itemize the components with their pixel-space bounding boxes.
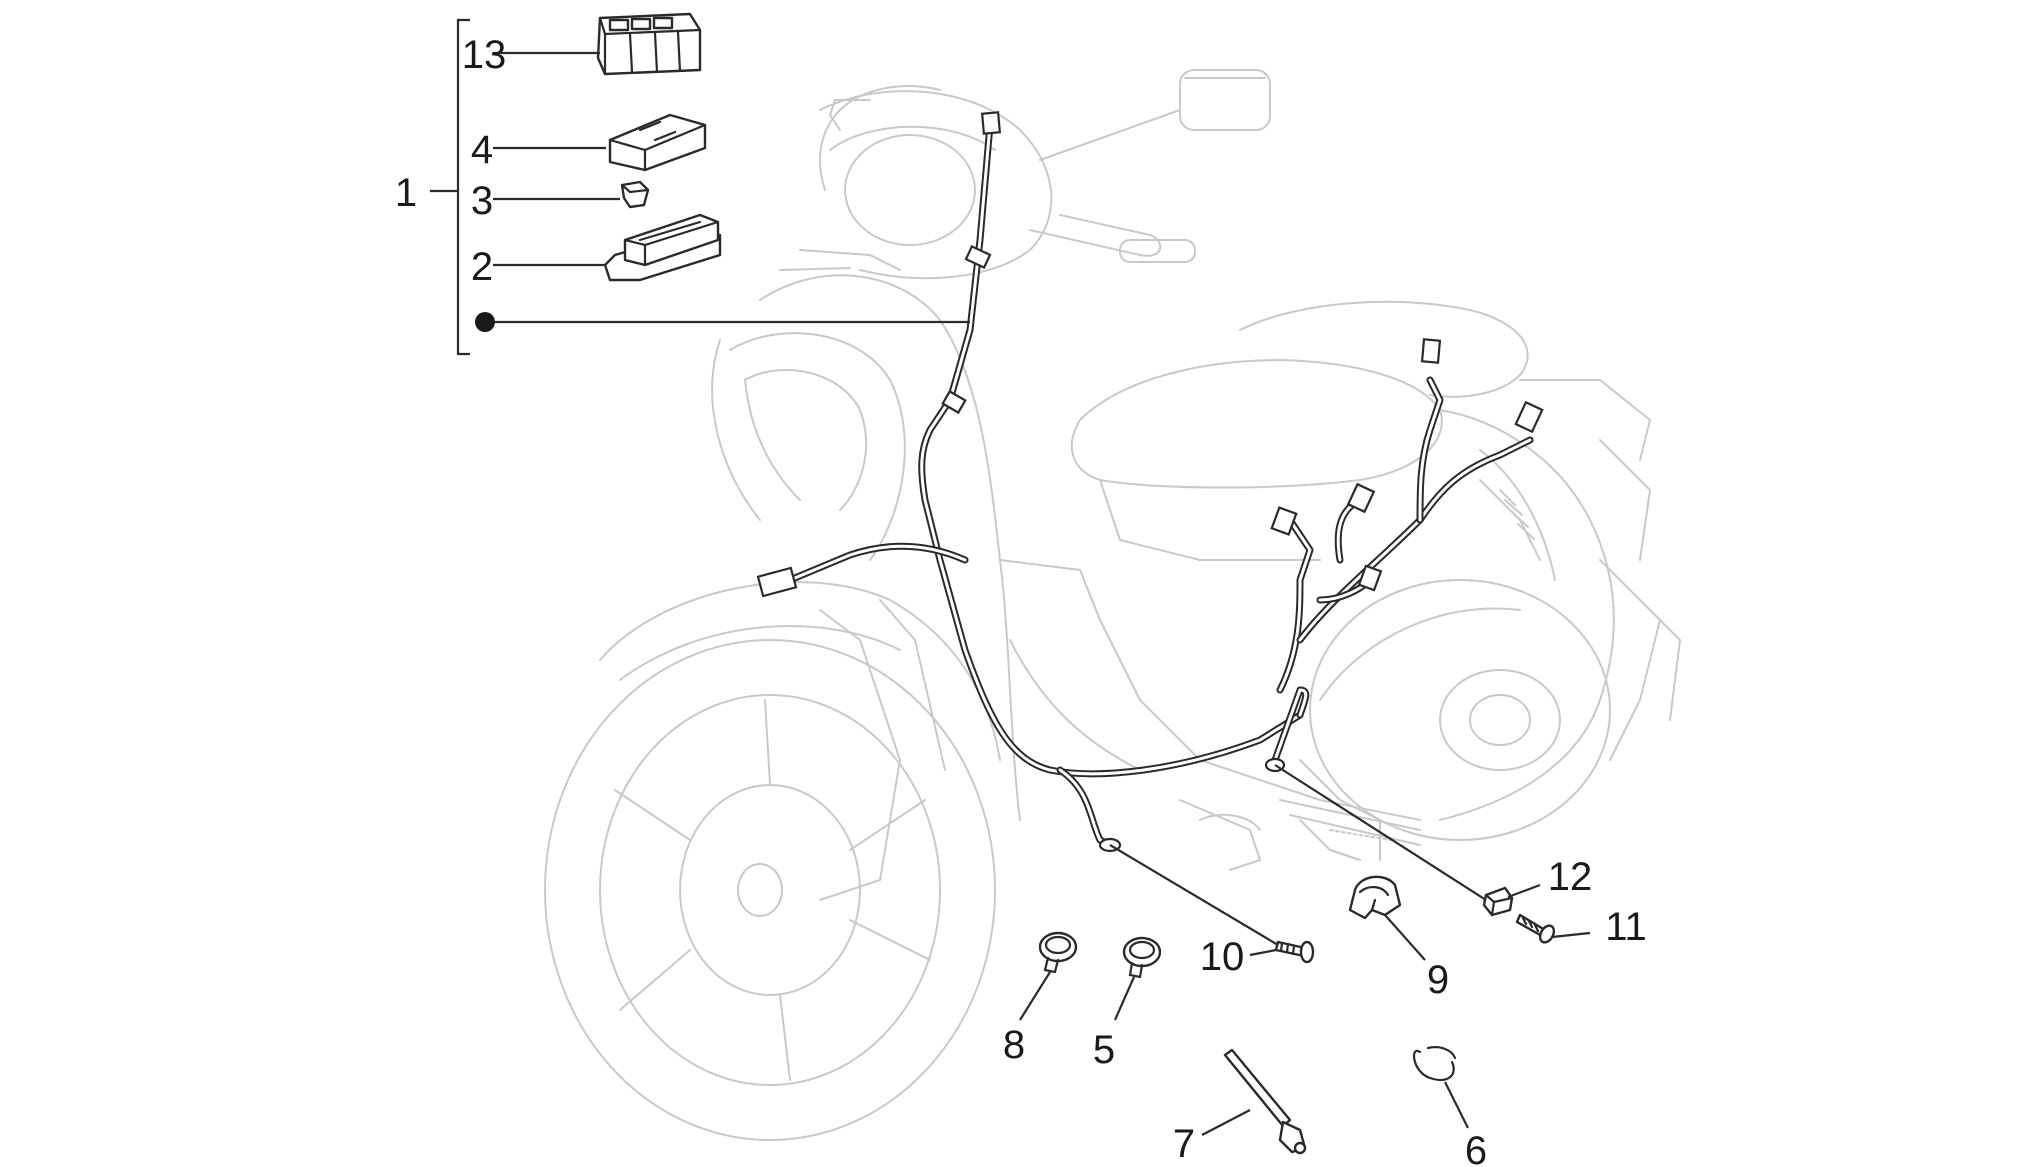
harness-connectors (756, 111, 1544, 853)
part-10-screw (1274, 940, 1315, 964)
leader-lines (430, 18, 1591, 1136)
callout-6: 6 (1465, 1129, 1487, 1167)
wiring-harness (786, 121, 1534, 849)
connector-seat-3 (1357, 564, 1383, 592)
callout-1: 1 (395, 171, 417, 215)
part-4-fuse-cover (608, 113, 707, 172)
callout-2: 2 (471, 245, 493, 289)
part-9-clamp (1348, 875, 1402, 920)
part-13-fuse-block (596, 12, 702, 76)
part-12-clip (1482, 886, 1514, 917)
connector-seat-2 (1346, 482, 1376, 514)
part-11-screw (1515, 913, 1556, 944)
callout-7: 7 (1173, 1122, 1195, 1166)
connector-rear-right (1514, 400, 1544, 434)
callout-10: 10 (1200, 935, 1245, 979)
part-8-hose-clamp (1038, 931, 1078, 974)
connector-handlebar (964, 244, 992, 270)
callout-9: 9 (1427, 958, 1449, 1002)
part-2-fuse-base (603, 213, 722, 282)
connector-top (980, 111, 1002, 135)
callout-11: 11 (1605, 905, 1647, 949)
callout-5: 5 (1093, 1028, 1115, 1072)
callout-3: 3 (471, 179, 493, 223)
callout-13: 13 (462, 33, 507, 77)
callout-labels: 1 13 4 3 2 12 11 10 9 8 5 6 7 (395, 33, 1647, 1167)
part-7-cable-tie (1223, 1048, 1307, 1155)
main-harness-marker-dot (475, 312, 495, 332)
connector-seat-1 (1270, 506, 1298, 536)
callout-12: 12 (1548, 855, 1593, 899)
part-6-ring-clip (1412, 1046, 1457, 1081)
callout-8: 8 (1003, 1023, 1025, 1067)
connector-rear-top (1420, 338, 1442, 364)
part-5-hose-clamp (1122, 936, 1162, 979)
part-3-clip (620, 180, 650, 209)
connector-front-left (756, 566, 798, 598)
callout-4: 4 (471, 128, 493, 172)
connector-mid (941, 389, 967, 415)
